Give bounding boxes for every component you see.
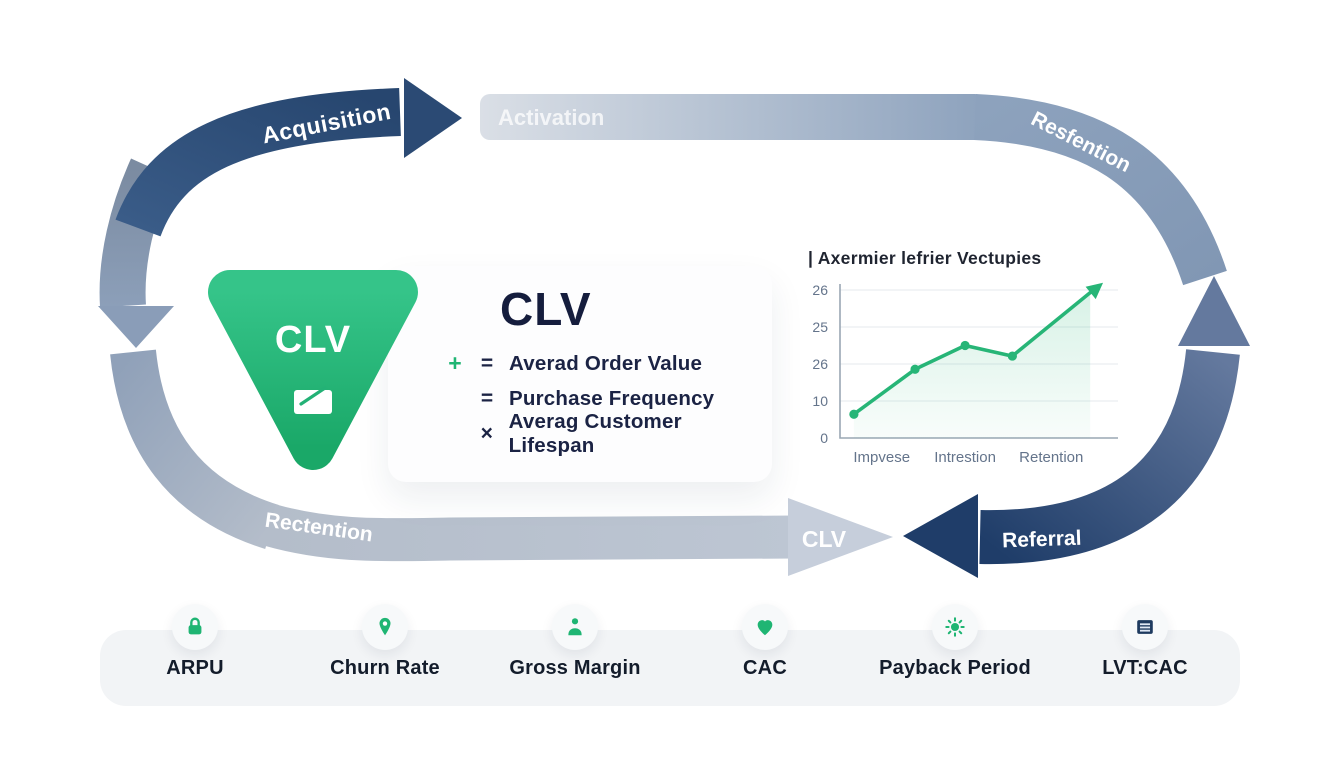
- referral-arrowhead-icon: [903, 494, 978, 578]
- chart-card-icon: [294, 386, 332, 414]
- formula-row: + = Averad Order Value: [388, 346, 772, 381]
- metric-label: LVT:CAC: [1102, 657, 1188, 679]
- acquisition-arrowhead-icon: [404, 78, 462, 158]
- y-tick-label: 26: [812, 356, 828, 372]
- chart-line-arrowhead-icon: [1085, 282, 1104, 300]
- clv-formula-card: CLV + = Averad Order Value = Purchase Fr…: [388, 266, 772, 482]
- metric-payback-period: Payback Period: [860, 604, 1050, 706]
- clv-heading: CLV: [500, 283, 592, 335]
- activation-band: [480, 94, 985, 140]
- metric-label: Payback Period: [879, 657, 1031, 679]
- x-tick-label: Impvese: [853, 449, 910, 466]
- multiply-operator: ×: [480, 421, 493, 445]
- chart-marker: [960, 340, 970, 351]
- metric-label: CAC: [743, 657, 787, 679]
- triangle-clv-label: CLV: [275, 319, 351, 361]
- list-icon: [1137, 620, 1153, 634]
- metric-cac: CAC: [670, 604, 860, 706]
- metric-badge: [932, 604, 978, 650]
- retention-bottom-band: [264, 504, 796, 562]
- y-tick-label: 0: [820, 430, 828, 446]
- x-tick-label: Intrestion: [934, 449, 996, 466]
- metric-arpu: ARPU: [100, 604, 290, 706]
- clv-right-arrowhead-icon: [788, 498, 893, 576]
- x-tick-label: Retention: [1019, 449, 1083, 466]
- y-tick-label: 10: [812, 393, 828, 409]
- formula-row: = Purchase Frequency: [388, 381, 772, 416]
- formula-row: × Averag Customer Lifespan: [388, 410, 772, 457]
- formula-term: Averag Customer Lifespan: [508, 409, 682, 457]
- activation-label: Activation: [498, 105, 604, 130]
- clv-arrow-label: CLV: [802, 526, 847, 552]
- acquisition-arrow-band: [115, 88, 401, 237]
- metric-badge: [1122, 604, 1168, 650]
- person-icon: [568, 618, 582, 636]
- metric-badge: [172, 604, 218, 650]
- referral-label: Referral: [1002, 527, 1082, 553]
- metric-label: ARPU: [166, 657, 224, 679]
- metric-churn-rate: Churn Rate: [290, 604, 480, 706]
- metric-label: Gross Margin: [509, 657, 641, 679]
- y-tick-label: 26: [812, 282, 828, 298]
- triangle-shape: [208, 270, 418, 470]
- chart-title: | Axermier lefrier Vectupies: [808, 248, 1041, 268]
- metrics-bar: ARPU Churn Rate Gross Margin: [100, 604, 1240, 706]
- y-tick-label: 25: [812, 319, 828, 335]
- chart-area: [853, 292, 1091, 438]
- burst-icon: [945, 617, 965, 637]
- chart-marker: [910, 364, 920, 374]
- heart-icon: [757, 620, 773, 636]
- retention-top-band: [973, 94, 1227, 286]
- chart-marker: [849, 409, 859, 419]
- plus-operator: +: [448, 350, 462, 376]
- loop-right-up-arrowhead-icon: [1178, 276, 1250, 346]
- referral-band: [979, 348, 1240, 565]
- equals-operator: =: [480, 351, 494, 375]
- equals-operator: =: [480, 386, 494, 410]
- pin-icon: [379, 617, 391, 636]
- metric-label: Churn Rate: [330, 657, 440, 679]
- formula-term: Averad Order Value: [509, 351, 703, 375]
- formula-term: Purchase Frequency: [509, 386, 715, 410]
- metric-badge: [552, 604, 598, 650]
- metric-badge: [362, 604, 408, 650]
- metric-lvt-cac: LVT:CAC: [1050, 604, 1240, 706]
- metric-badge: [742, 604, 788, 650]
- loop-left-band-bottom: [110, 349, 280, 549]
- loop-left-down-arrowhead-icon: [98, 306, 174, 348]
- chart-marker: [1007, 351, 1017, 361]
- metric-gross-margin: Gross Margin: [480, 604, 670, 706]
- lock-icon: [188, 617, 202, 635]
